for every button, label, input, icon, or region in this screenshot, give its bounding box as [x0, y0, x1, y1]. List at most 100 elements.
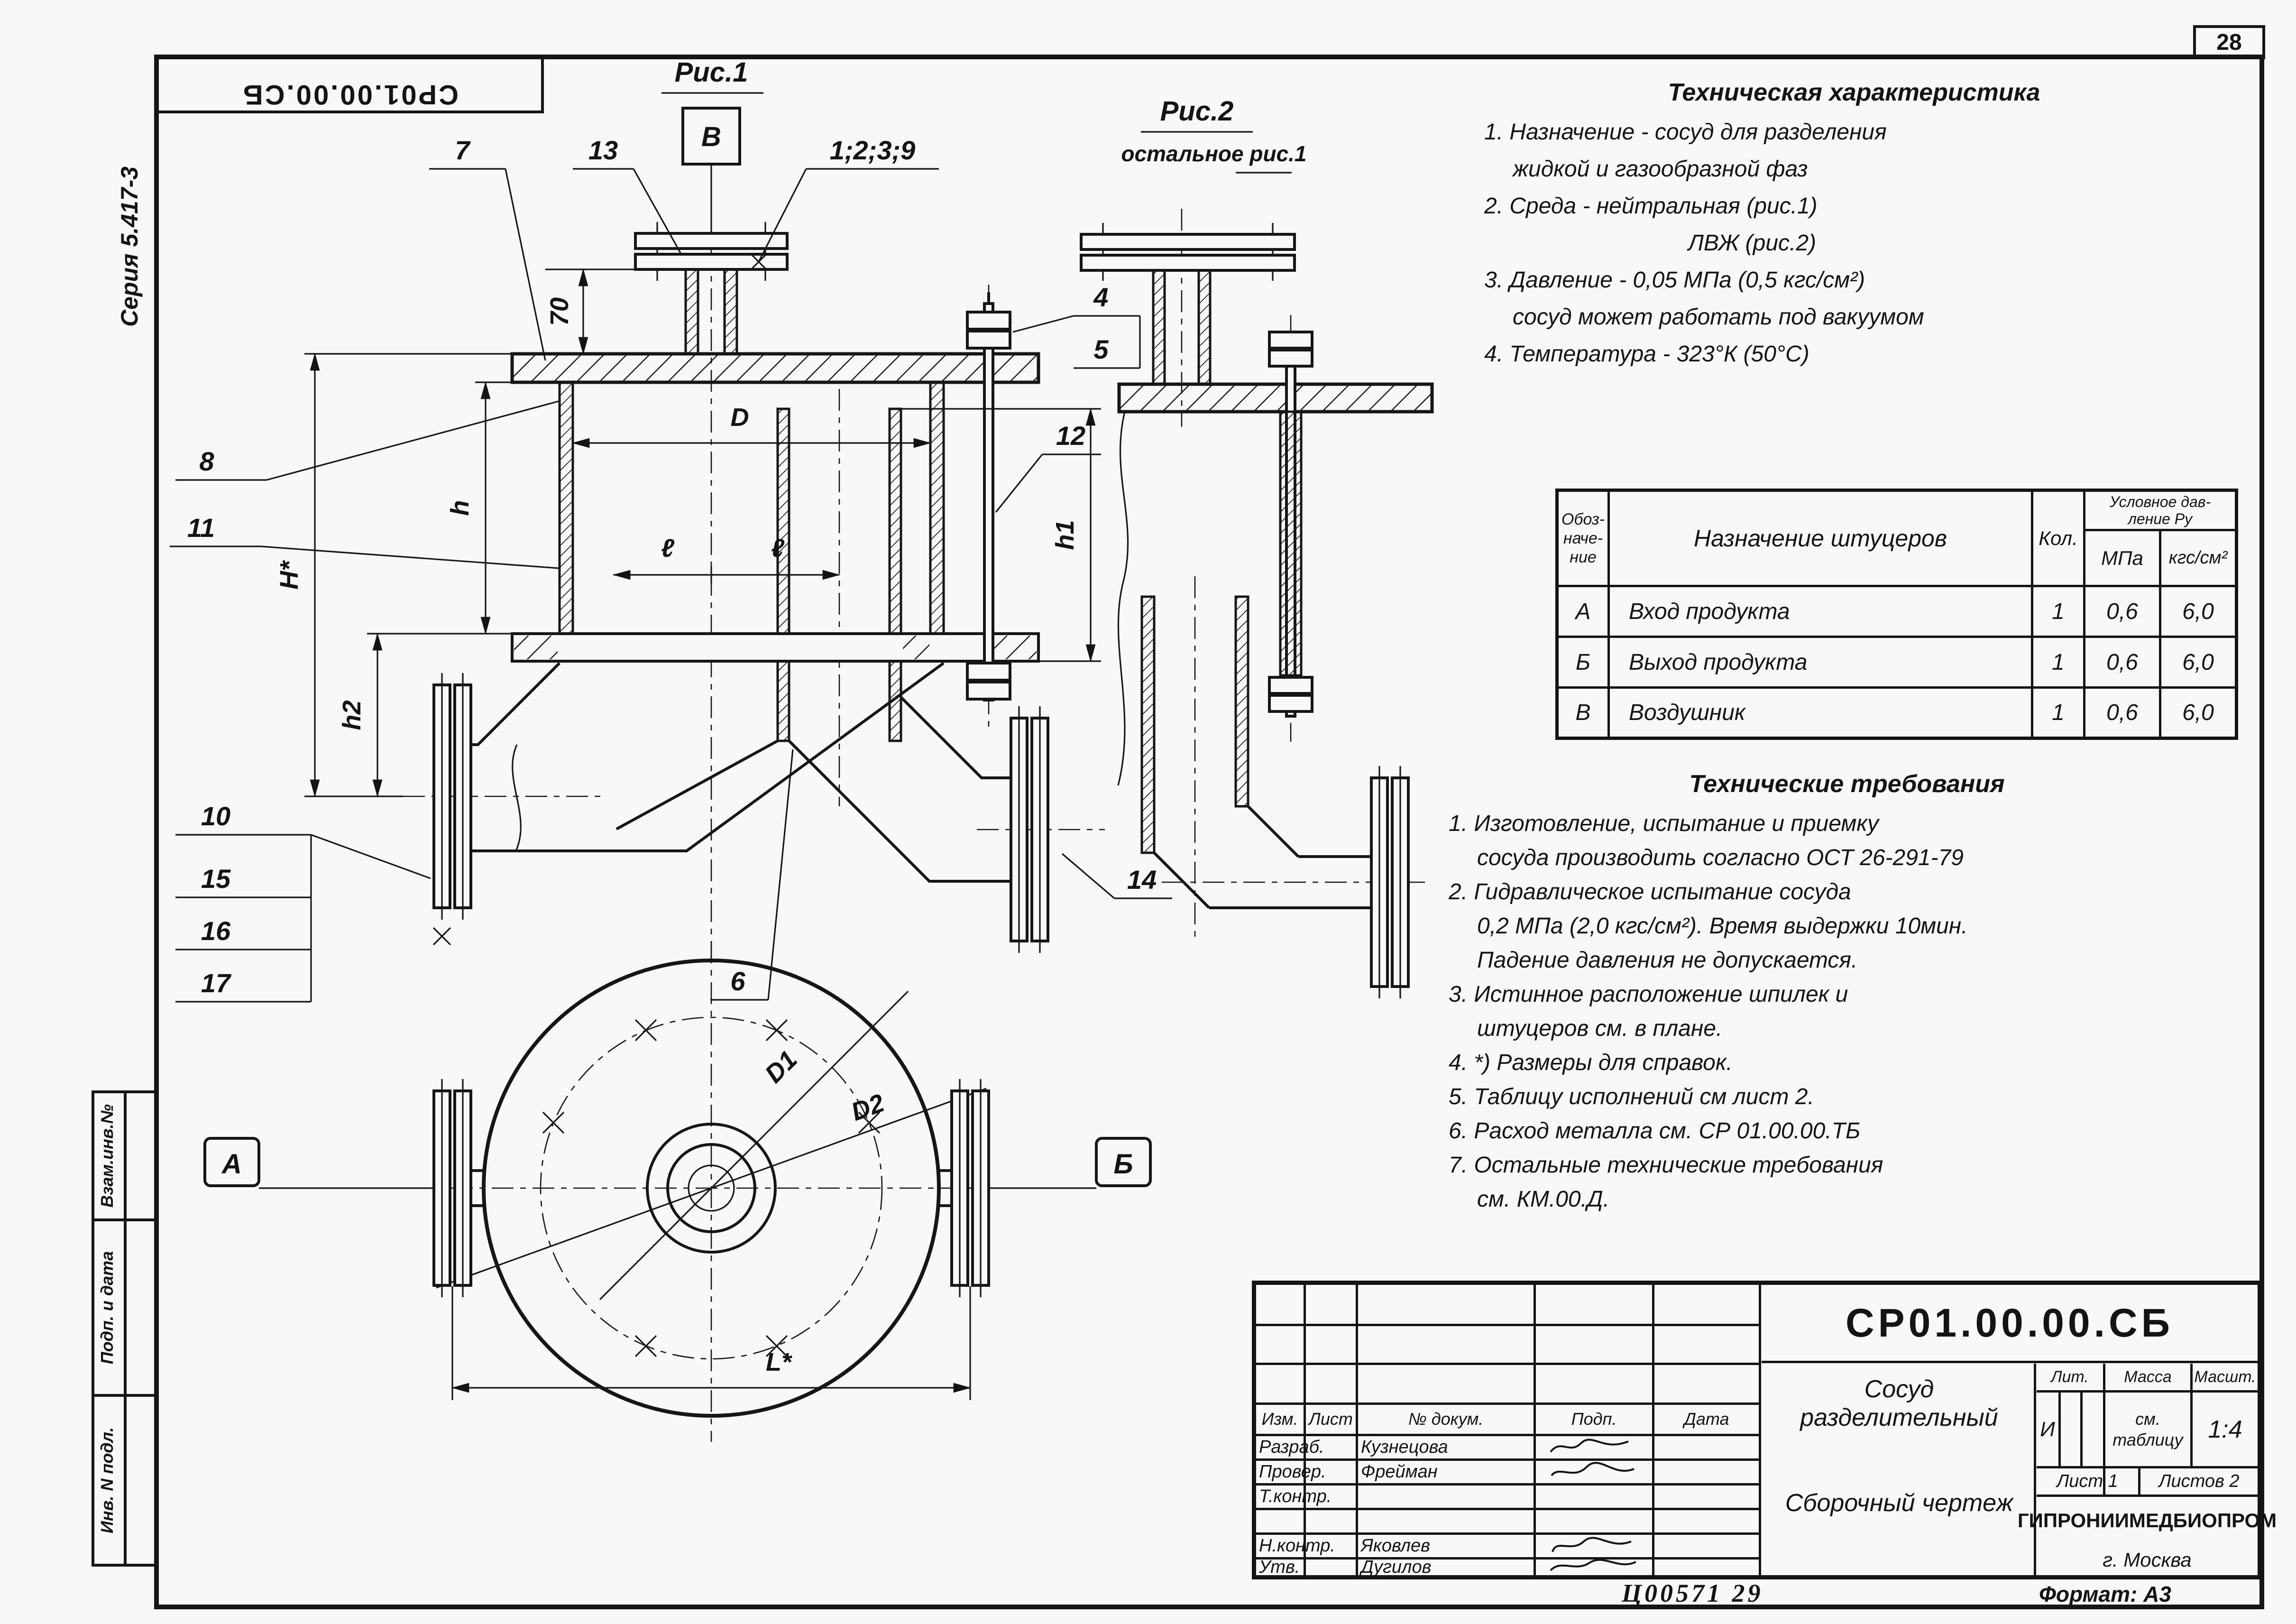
nozzle-table: Обоз-наче-ние Назначение штуцеров Кол. У… [1555, 489, 2238, 740]
tb-col-doc: № докум. [1408, 1409, 1484, 1429]
table-cell: 0,6 [2106, 649, 2138, 675]
tb-org: ГИПРОНИИМЕДБИОПРОМ [2017, 1509, 2277, 1532]
fig1-vessel-body [510, 352, 1040, 742]
fig1-left-elbow [432, 662, 945, 946]
tb-doc-number: СР01.00.00.СБ [1845, 1300, 2174, 1345]
tb-sheet: Лист 1 [2057, 1471, 2118, 1491]
tech-req-line: Падение давления не допускается. [1477, 948, 1858, 973]
col-header-kgs: кгс/см² [2168, 548, 2228, 568]
tech-characteristics: Техническая характеристика 1. Назначение… [1484, 71, 2224, 373]
tech-char-line: сосуд может работать под вакуумом [1513, 304, 1924, 330]
callout-8: 8 [199, 446, 214, 476]
tech-req-line: 3. Истинное расположение шпилек и [1449, 982, 1848, 1007]
title-block: Изм. Лист № докум. Подп. Дата Разраб. Ку… [1252, 1281, 2277, 1579]
tech-char-line: 2. Среда - нейтральная (рис.1) [1484, 194, 1818, 219]
bolt-marks [542, 1019, 881, 1357]
margin-stamp-podp: Подп. и дата [97, 1251, 117, 1364]
fig1-right-elbow [788, 696, 1049, 953]
fig1-stud-bolt [966, 292, 1011, 701]
fig2-title: Рис.2 [1160, 96, 1234, 127]
fig2-drawing [1080, 209, 1434, 998]
callout-10: 10 [201, 801, 230, 831]
table-cell: 1 [2052, 599, 2065, 624]
col-header-purpose: Назначение штуцеров [1694, 525, 1947, 552]
callout-17: 17 [201, 968, 232, 998]
series-label: Серия 5.417-3 [116, 166, 143, 327]
tech-requirements: Технические требования 1. Изготовление, … [1449, 761, 2245, 1217]
table-cell: Воздушник [1629, 700, 1745, 725]
callout-6: 6 [730, 966, 745, 996]
table-cell: А [1575, 599, 1591, 624]
callout-11: 11 [187, 513, 215, 543]
signature [1538, 1558, 1650, 1575]
col-header-mark: Обоз-наче-ние [1561, 510, 1605, 566]
tech-char-line: 1. Назначение - сосуд для разделения [1484, 120, 1887, 145]
table-cell: Вход продукта [1629, 599, 1790, 624]
signature [1538, 1436, 1650, 1458]
dim-D1: D1 [760, 1045, 803, 1089]
plan-marker-B: Б [1113, 1149, 1133, 1180]
callout-12: 12 [1056, 421, 1085, 451]
page-number: 28 [2216, 30, 2241, 55]
tech-req-line: 2. Гидравлическое испытание сосуда [1449, 879, 1851, 904]
tech-req-line: штуцеров см. в плане. [1477, 1016, 1723, 1041]
tb-name: Фрейман [1361, 1461, 1438, 1482]
callout-4: 4 [1093, 282, 1108, 312]
plan-marker-A: А [221, 1149, 242, 1180]
col-header-mpa: МПа [2101, 546, 2143, 569]
dim-70: 70 [545, 297, 574, 326]
tech-req-line: 6. Расход металла см. СР 01.00.00.ТБ [1449, 1118, 1861, 1144]
tech-req-line: 4. *) Размеры для справок. [1449, 1050, 1733, 1075]
dim-h: h [446, 500, 474, 516]
tb-role: Разраб. [1259, 1437, 1324, 1457]
tb-city: г. Москва [2103, 1548, 2192, 1571]
table-cell: 6,0 [2182, 649, 2214, 675]
tb-col-data: Дата [1684, 1409, 1729, 1429]
margin-stamp-vzam: Взам.инв.№ [97, 1104, 117, 1208]
dim-L: L* [766, 1348, 793, 1376]
callout-7: 7 [455, 135, 471, 165]
table-cell: Б [1575, 649, 1591, 675]
tb-name-line2: Сборочный чертеж [1785, 1489, 2013, 1517]
view-marker-box [681, 107, 741, 233]
fig1-top-nozzle [634, 222, 789, 355]
table-cell: Выход продукта [1629, 649, 1808, 675]
fig1-callout-leaders [170, 168, 1172, 1003]
tb-role: Провер. [1259, 1461, 1326, 1482]
tech-characteristics-title: Техническая характеристика [1668, 79, 2040, 106]
callout-15: 15 [201, 864, 231, 894]
callout-13: 13 [588, 135, 618, 165]
callout-5: 5 [1093, 334, 1109, 364]
dim-h2: h2 [338, 700, 366, 730]
fig1-dimensions [304, 268, 1101, 798]
margin-stamp-inv: Инв. N подл. [97, 1427, 117, 1533]
callout-14: 14 [1127, 865, 1157, 895]
tb-role: Н.контр. [1259, 1536, 1335, 1556]
dim-h1: h1 [1051, 520, 1079, 550]
tech-requirements-title: Технические требования [1689, 770, 2005, 798]
tech-char-line: жидкой и газообразной фаз [1513, 157, 1808, 182]
col-header-qty: Кол. [2039, 527, 2078, 549]
tech-req-line: 7. Остальные технические требования [1449, 1153, 1883, 1178]
tb-lit-value: И [2040, 1417, 2055, 1441]
tb-name: Яковлев [1361, 1536, 1430, 1556]
tb-mass-value: см.таблицу [2112, 1409, 2183, 1449]
tech-req-line: сосуда производить согласно ОСТ 26-291-7… [1477, 845, 1964, 870]
tb-col-izm: Изм. [1261, 1409, 1298, 1429]
plan-view [203, 941, 1152, 1442]
fig1-title: Рис.1 [675, 57, 748, 88]
tb-name: Кузнецова [1361, 1437, 1448, 1457]
tech-req-line: 0,2 МПа (2,0 кгс/см²). Время выдержки 10… [1477, 914, 1968, 939]
tb-mass-label: Масса [2124, 1367, 2172, 1386]
margin-stamp-table [92, 1090, 158, 1567]
footer-format: Формат: А3 [2039, 1582, 2171, 1606]
footer-doc-code: Ц00571 29 [1622, 1579, 1763, 1607]
table-cell: В [1575, 700, 1591, 725]
tech-char-line: 4. Температура - 323°К (50°С) [1484, 341, 1809, 367]
callout-16: 16 [201, 916, 231, 946]
tech-char-line: ЛВЖ (рис.2) [1688, 231, 1817, 256]
tb-col-podp: Подп. [1571, 1409, 1617, 1429]
dim-H: H* [275, 560, 303, 590]
callout-1239: 1;2;3;9 [830, 135, 916, 165]
